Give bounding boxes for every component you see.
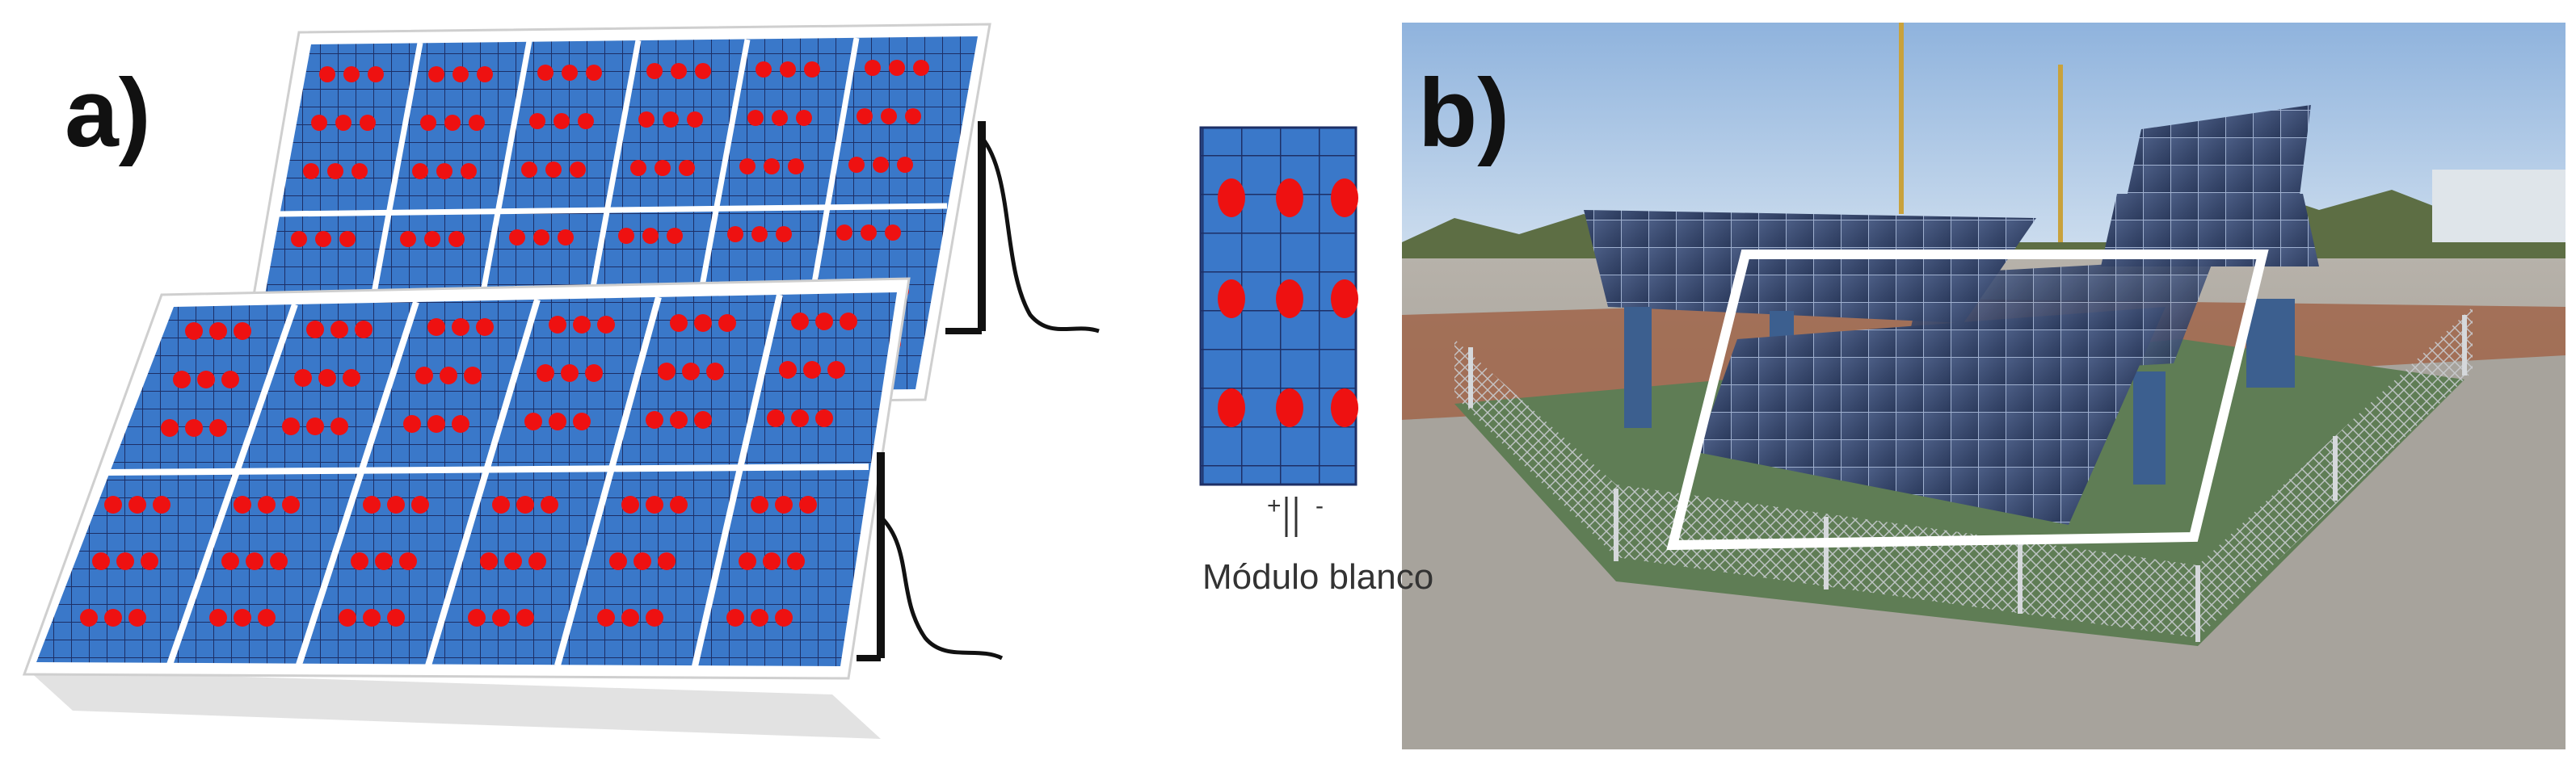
test-array-back (1899, 258, 2214, 380)
back-array-hotspots (291, 60, 929, 351)
array-shadow (28, 670, 881, 739)
fence-posts (1468, 315, 2467, 642)
panel-a-diagram (22, 23, 1100, 739)
front-array-stand (857, 452, 1004, 661)
building (2432, 170, 2565, 242)
panel-b-label: b) (1418, 59, 1510, 167)
bg-array-mid (2101, 194, 2319, 266)
front-array-cells (36, 292, 897, 666)
background-masts (1899, 23, 2063, 242)
front-array-hotspots (80, 313, 857, 627)
fence (1454, 307, 2473, 638)
single-module-diagram (1199, 126, 1358, 537)
module-terminals (1285, 497, 1298, 537)
highlight-box (1666, 250, 2269, 551)
back-array-stand (945, 121, 1100, 334)
module-caption: Módulo blanco (1202, 557, 1434, 597)
module-hotspots (1218, 178, 1358, 427)
panel-a-label: a) (65, 59, 151, 167)
front-pv-array (22, 277, 911, 680)
polarity-plus-label: + (1267, 493, 1282, 519)
polarity-minus-label: - (1315, 493, 1324, 519)
panel-b-photo (1402, 23, 2565, 749)
